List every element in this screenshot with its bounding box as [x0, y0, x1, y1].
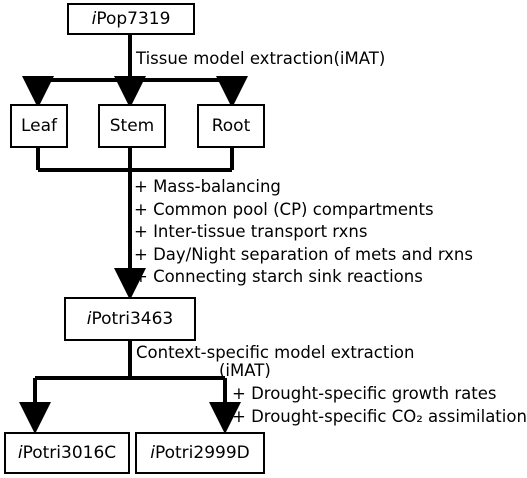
node-ipotri3463-label: Potri3463 — [91, 309, 174, 329]
merge-step-1: + Mass-balancing — [134, 177, 281, 196]
node-stem: Stem — [98, 104, 166, 148]
node-root: Root — [197, 104, 265, 148]
merge-steps-list: + Mass-balancing + Common pool (CP) comp… — [134, 176, 473, 289]
node-ipotri3016c-label: Potri3016C — [22, 443, 117, 463]
node-ipotri2999d-label: Potri2999D — [154, 443, 250, 463]
node-ipop7319-prefix: i — [91, 9, 97, 29]
drought-step-1: + Drought-specific growth rates — [232, 384, 497, 403]
merge-step-3: + Inter-tissue transport rxns — [134, 222, 368, 241]
node-root-label: Root — [211, 116, 251, 136]
merge-step-4: + Day/Night separation of mets and rxns — [134, 244, 473, 264]
node-ipotri3463-prefix: i — [86, 309, 92, 329]
node-leaf-label: Leaf — [20, 116, 58, 136]
drought-steps-list: + Drought-specific growth rates + Drough… — [232, 383, 527, 428]
merge-step-2: + Common pool (CP) compartments — [134, 199, 434, 219]
node-ipop7319-label: Pop7319 — [96, 9, 171, 29]
node-ipotri3016c-prefix: i — [17, 443, 23, 463]
node-stem-label: Stem — [109, 116, 155, 136]
merge-step-5: + Connecting starch sink reactions — [134, 267, 423, 286]
label-tissue-extraction: Tissue model extraction(iMAT) — [136, 49, 386, 68]
label-context-extraction: Context-specific model extraction — [136, 343, 415, 362]
node-leaf: Leaf — [10, 104, 68, 148]
label-context-method: (iMAT) — [219, 361, 271, 380]
drought-step-2: + Drought-specific CO₂ assimilation — [232, 406, 527, 426]
node-ipotri2999d-prefix: i — [150, 443, 155, 463]
